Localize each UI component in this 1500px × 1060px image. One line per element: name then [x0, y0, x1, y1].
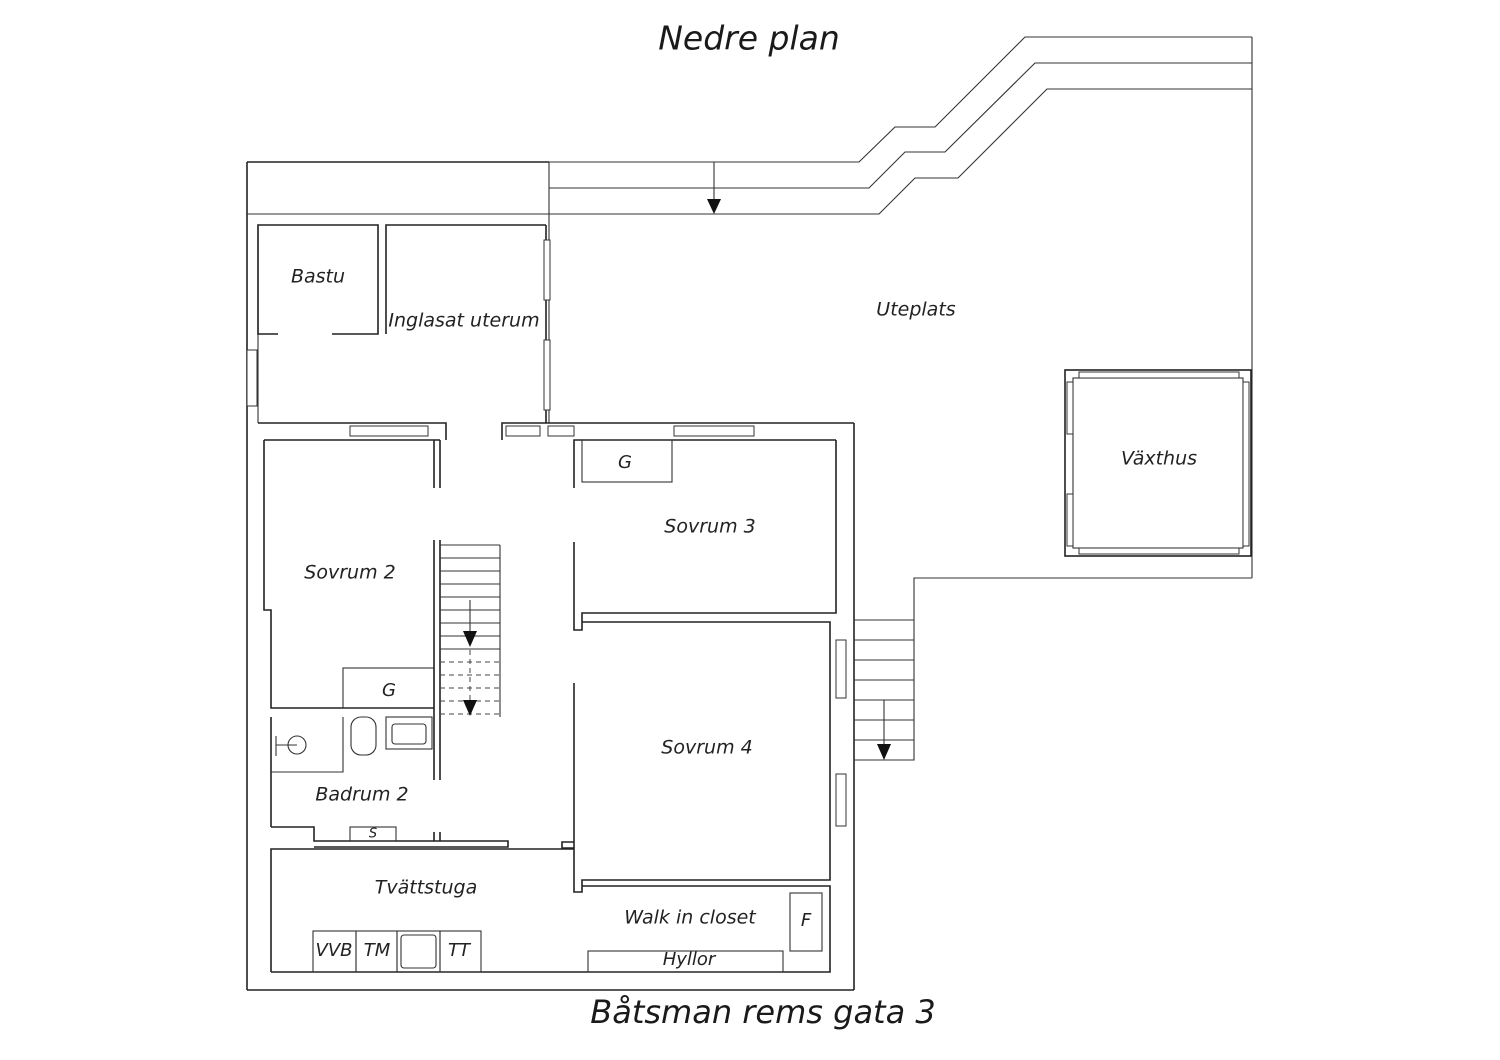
- vvb-label: VVB: [316, 940, 353, 961]
- plan-title: Nedre plan: [658, 19, 840, 58]
- hyllor-label: Hyllor: [663, 949, 717, 970]
- garderob-label: G: [618, 452, 632, 473]
- frys-label: F: [801, 910, 812, 931]
- room-label-bastu: Bastu: [291, 266, 345, 288]
- arrow-down-icon: [877, 744, 891, 760]
- room-label-badrum-2: Badrum 2: [315, 784, 408, 806]
- room-label-sovrum-4: Sovrum 4: [661, 737, 752, 759]
- room-label-inglasat-uterum: Inglasat uterum: [388, 310, 539, 332]
- skap-label: S: [369, 827, 377, 842]
- room-label-sovrum-3: Sovrum 3: [664, 516, 755, 538]
- terrace-steps: [549, 36, 1253, 761]
- vaxthus-greenhouse: [1064, 369, 1252, 557]
- interior-walls: [258, 422, 854, 973]
- address-label: Båtsman rems gata 3: [590, 993, 935, 1031]
- arrow-down-icon: [707, 199, 721, 214]
- room-label-uteplats: Uteplats: [876, 299, 955, 321]
- arrow-down-icon: [463, 700, 477, 716]
- fixture-labels: G G S VVB TM TT F Hyllor: [316, 452, 812, 970]
- room-labels: Bastu Inglasat uterum Uteplats Växthus S…: [291, 266, 1197, 929]
- tt-label: TT: [448, 940, 472, 961]
- arrow-down-icon: [463, 631, 477, 647]
- garderob-label: G: [382, 680, 396, 701]
- room-label-vaxthus: Växthus: [1121, 448, 1197, 470]
- bastu-walls: [246, 224, 551, 423]
- tm-label: TM: [364, 940, 391, 961]
- room-label-walk-in-closet: Walk in closet: [624, 907, 757, 929]
- room-label-tvattstuga: Tvättstuga: [375, 877, 478, 899]
- room-label-sovrum-2: Sovrum 2: [304, 562, 395, 584]
